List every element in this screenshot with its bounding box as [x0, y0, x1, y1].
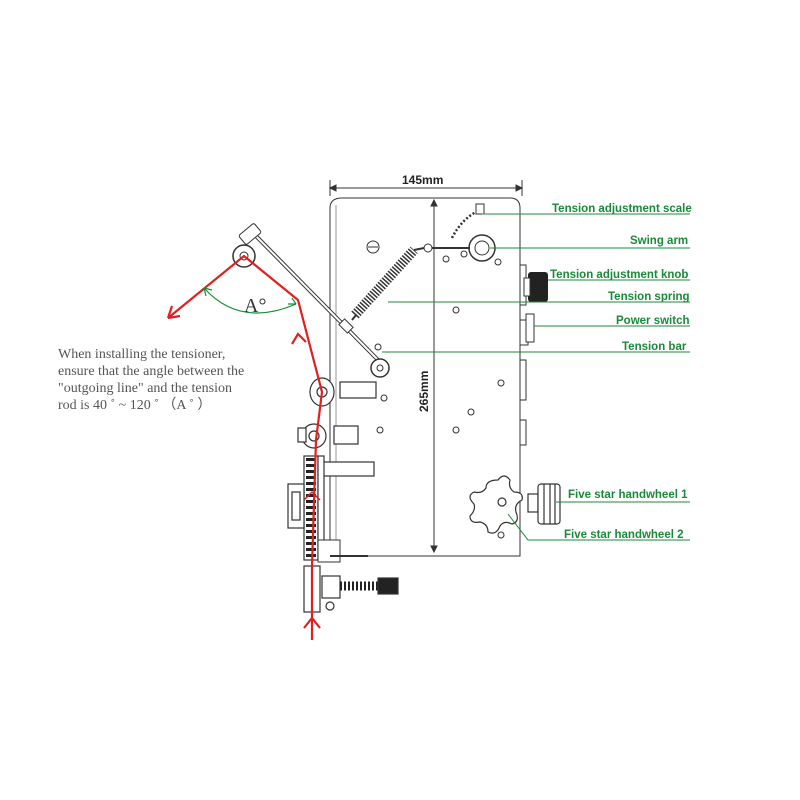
label-swing-arm: Swing arm [630, 235, 688, 247]
label-five-star-handwheel-2: Five star handwheel 2 [564, 529, 684, 541]
five-star-handwheel-2 [469, 475, 523, 534]
guide-pulley-lower [297, 423, 359, 449]
screws [366, 240, 505, 539]
label-five-star-handwheel-1: Five star handwheel 1 [568, 489, 688, 501]
tension-bar [250, 230, 390, 378]
installation-note: When installing the tensioner, ensure th… [58, 346, 288, 414]
label-tension-adjustment-scale: Tension adjustment scale [552, 203, 692, 215]
bracket-bar [317, 461, 375, 477]
wire-path [166, 254, 324, 640]
note-line-4: rod is 40 ˚ ~ 120 ˚ （A ˚ ） [58, 398, 212, 413]
power-switch [525, 313, 535, 343]
tension-spring [351, 246, 425, 321]
five-star-handwheel-1 [527, 483, 561, 525]
angle-label: A° [244, 295, 266, 317]
angle-arc [203, 287, 297, 314]
callout-leaders [382, 213, 690, 541]
base-plate [317, 539, 341, 563]
note-line-1: When installing the tensioner, [58, 347, 226, 362]
note-line-2: ensure that the angle between the [58, 364, 245, 379]
label-power-switch: Power switch [616, 315, 690, 327]
bottom-spring-tensioner [303, 565, 399, 613]
label-tension-adjustment-knob: Tension adjustment knob [550, 269, 688, 281]
scale-pointer [475, 203, 485, 215]
note-line-3: "outgoing line" and the tension [58, 381, 232, 396]
height-dimension [430, 198, 438, 554]
label-tension-bar: Tension bar [622, 341, 687, 353]
label-tension-spring: Tension spring [608, 291, 690, 303]
swing-arm-hub [423, 234, 502, 266]
width-dimension [328, 180, 524, 196]
height-dimension-label: 265mm [417, 371, 431, 412]
housing-plate [329, 197, 529, 557]
width-dimension-label: 145mm [402, 173, 443, 187]
tension-adjustment-knob [523, 272, 548, 302]
